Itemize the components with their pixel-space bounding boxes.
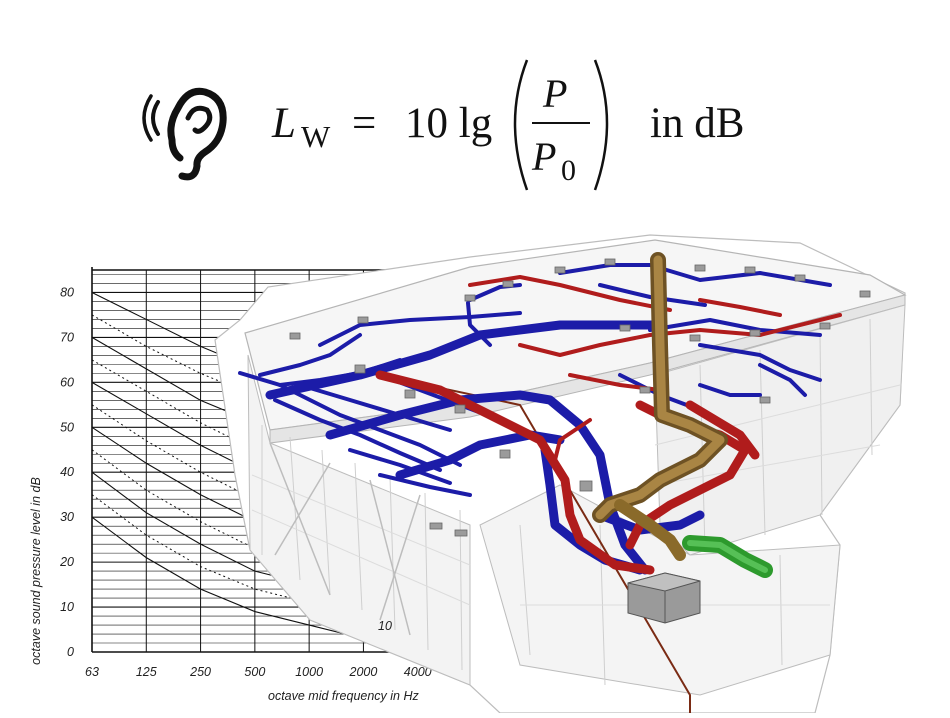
- y-tick-label: 0: [67, 645, 74, 659]
- y-tick-label: 80: [60, 285, 74, 299]
- y-tick-label: 20: [59, 555, 74, 569]
- y-tick-label: 70: [60, 330, 74, 344]
- formula-numerator: P: [542, 71, 567, 116]
- formula-unit: in dB: [650, 100, 744, 147]
- x-tick-label: 63: [85, 665, 99, 679]
- curve-label: 10: [378, 619, 392, 633]
- y-tick-label: 40: [60, 465, 74, 479]
- building-illustration: [214, 234, 907, 714]
- x-tick-label: 1000: [295, 665, 323, 679]
- facade-bracing: [269, 442, 421, 636]
- formula-denominator-subscript: 0: [561, 154, 576, 187]
- y-tick-label: 30: [60, 510, 74, 524]
- unit-duct: [682, 535, 773, 578]
- x-tick-label: 250: [189, 665, 211, 679]
- formula-symbol: L: [271, 100, 296, 147]
- supply-branches: [238, 263, 832, 497]
- y-tick-label: 60: [60, 375, 74, 389]
- formula-denominator: P: [531, 134, 556, 179]
- facade-mullions: [261, 318, 873, 686]
- figure-area: 0 10 20 30 40 50 60 70 80 63 125 250 500 1000 2000 4000…: [0, 225, 950, 714]
- x-tick-label: 2000: [349, 665, 378, 679]
- formula-equals: =: [352, 100, 376, 147]
- x-axis-label: octave mid frequency in Hz: [268, 689, 420, 703]
- formula-factor: 10 lg: [405, 100, 492, 147]
- formula-subscript: W: [301, 119, 331, 154]
- y-axis-label: octave sound pressure level in dB: [29, 477, 43, 665]
- air-handling-unit: [627, 572, 701, 624]
- curve-dotted: [91, 404, 473, 545]
- right-paren: [593, 59, 609, 191]
- x-tick-label: 4000: [404, 665, 432, 679]
- x-tick-label: 125: [136, 665, 157, 679]
- y-tick-label: 50: [60, 420, 74, 434]
- diffuser-boxes: [289, 258, 871, 537]
- left-paren: [513, 59, 529, 191]
- x-tick-label: 500: [244, 665, 265, 679]
- y-tick-label: 10: [60, 600, 74, 614]
- riser-duct: [592, 252, 728, 561]
- ear-sound-icon: [142, 87, 227, 181]
- formula-area: L W = 10 lg P P 0 in dB: [0, 0, 950, 215]
